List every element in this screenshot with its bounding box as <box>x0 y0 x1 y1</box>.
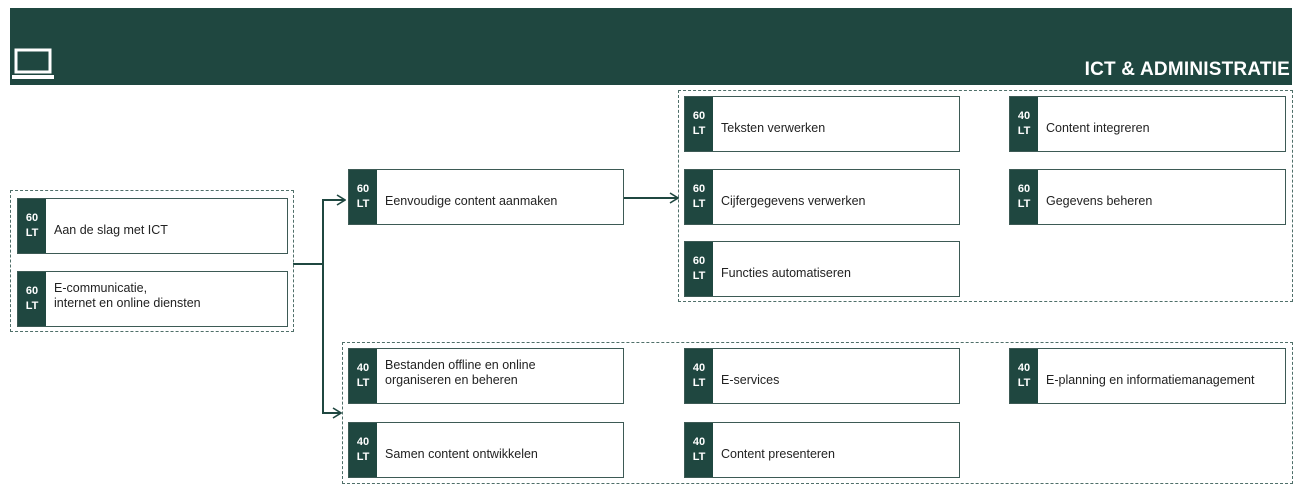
connector-start-lower <box>322 264 341 413</box>
connector-start-trunk <box>293 200 345 265</box>
module-title: Gegevens beheren <box>1046 194 1153 208</box>
page-title: ICT & ADMINISTRATIE <box>1084 59 1290 80</box>
module-title: Samen content ontwikkelen <box>385 447 538 461</box>
module-title: E-communicatie, internet en online diens… <box>54 281 201 310</box>
lower-modules-group <box>342 342 1293 484</box>
module-title: E-planning en informatiemanagement <box>1046 373 1255 387</box>
module-title: Bestanden offline en online organiseren … <box>385 358 536 387</box>
module-title: Content presenteren <box>721 447 835 461</box>
start-modules-group <box>10 190 294 332</box>
module-title: Aan de slag met ICT <box>54 223 168 237</box>
module-title: Cijfergegevens verwerken <box>721 194 866 208</box>
laptop-icon <box>12 48 54 79</box>
module-title: E-services <box>721 373 780 387</box>
module-title: Functies automatiseren <box>721 266 851 280</box>
header-bar: ICT & ADMINISTRATIE <box>10 8 1292 85</box>
module-title: Teksten verwerken <box>721 121 826 135</box>
module-title: Eenvoudige content aanmaken <box>385 194 558 208</box>
module-title: Content integreren <box>1046 121 1150 135</box>
upper-modules-group <box>678 90 1293 302</box>
